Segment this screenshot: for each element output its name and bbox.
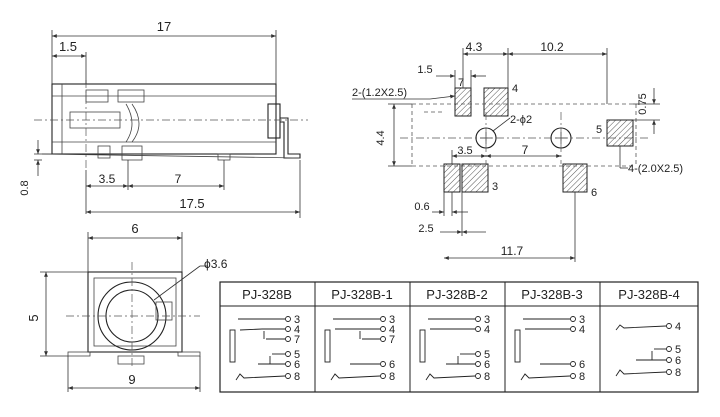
side-body-outline [51,83,277,155]
pin-label: 5 [294,349,300,361]
dim-height-left: 5 [26,314,41,321]
pin-label: 3 [294,314,300,326]
dim-width-top: 6 [131,221,138,236]
table-header-pj-328b-3: PJ-328B-3 [521,287,582,302]
dim-left-height: 4.4 [375,130,387,145]
pin-label: 4 [675,321,681,333]
pin-label: 4 [389,324,395,336]
pin-label: 3 [389,314,395,326]
dim-right-gap: 0.75 [637,93,649,114]
pin-label: 5 [675,344,681,356]
pin-label: 7 [294,334,300,346]
pin-label: 8 [294,371,300,383]
pad-number-6: 6 [591,187,597,199]
dim-width-bottom: 9 [128,372,135,387]
dim-left-offset: 1.5 [59,39,77,54]
pin-label: 6 [579,359,585,371]
pin-label: 7 [389,334,395,346]
table-header-pj-328b-1: PJ-328B-1 [331,287,392,302]
dim-pin-pitch-a: 3.5 [99,172,116,186]
label-large-pads: 4-(2.0X2.5) [628,163,683,175]
pin-label: 8 [389,371,395,383]
label-holes: 2-ϕ2 [510,114,532,126]
dim-bottom-a: 0.6 [414,201,429,213]
dim-hole-diameter: ϕ3.6 [204,257,228,271]
pin-label: 8 [675,367,681,379]
pad-7 [454,87,472,117]
pad-3 [461,163,489,193]
dim-body-length: 17.5 [179,196,204,211]
schematic-pj-328b-4 [615,323,672,377]
pad-6 [562,163,588,193]
pin-label: 6 [484,359,490,371]
pin-label: 3 [484,314,490,326]
dim-hole-offset: 3.5 [457,145,472,157]
front-view: 6 ϕ3.6 5 9 [26,221,228,392]
dim-hole-pitch: 7 [522,143,529,157]
footprint-view: 7 4 5 3 6 4.3 10.2 1.5 2-(1.2X2.5) 2-ϕ2 … [352,40,683,262]
schematic-pj-328b-1 [324,316,386,381]
variants-table: PJ-328B PJ-328B-1 PJ-328B-2 PJ-328B-3 PJ… [219,281,699,393]
dim-bottom-b: 2.5 [418,223,433,235]
pin-label: 4 [484,324,490,336]
dim-top-b: 10.2 [540,40,564,54]
pin-label: 8 [579,371,585,383]
pin-label: 6 [294,359,300,371]
pin-label: 6 [675,355,681,367]
pad-number-4: 4 [512,83,518,95]
front-body-outline [87,271,183,353]
schematic-pj-328b-2 [419,316,481,381]
table-header-pj-328b: PJ-328B [242,287,292,302]
dim-height: 0.8 [19,180,31,195]
pad-number-3: 3 [492,181,498,193]
pin-label: 3 [579,314,585,326]
pin-label: 4 [294,324,300,336]
dim-bottom-c: 11.7 [501,244,524,258]
dim-pin-pitch-b: 7 [175,172,182,186]
dim-total-length: 17 [157,19,171,34]
table-frame [219,281,699,393]
label-small-pads: 2-(1.2X2.5) [352,87,407,99]
pad-4 [483,87,509,117]
table-header-pj-328b-2: PJ-328B-2 [426,287,487,302]
pin-label: 6 [389,359,395,371]
pad-small-bottom [443,163,461,193]
pin-label: 8 [484,371,490,383]
pin-label: 4 [579,324,585,336]
schematic-pj-328b-3 [514,316,576,381]
schematic-pj-328b [229,316,291,381]
dim-top-a: 4.3 [466,40,483,54]
pad-number-7: 7 [458,77,464,89]
table-header-pj-328b-4: PJ-328B-4 [618,287,679,302]
pad-5 [606,119,634,147]
dim-small-offset: 1.5 [417,64,432,76]
side-view: 17 1.5 0.8 3.5 7 17.5 [19,19,308,218]
pad-number-5: 5 [596,124,602,136]
pin-label: 5 [484,349,490,361]
